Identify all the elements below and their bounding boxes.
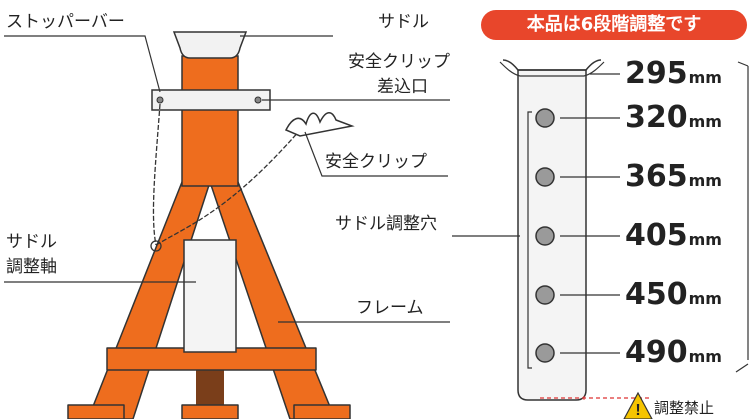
- label-stopper-bar: ストッパーバー: [6, 12, 125, 32]
- label-clip-inlet-1: 安全クリップ: [348, 52, 450, 72]
- warning-label: 調整禁止: [654, 399, 715, 417]
- height-490: 490mm: [625, 335, 722, 370]
- safety-clip: [284, 112, 355, 137]
- stopper-bar-part: [151, 89, 271, 111]
- height-365: 365mm: [625, 159, 722, 194]
- height-320: 320mm: [625, 100, 722, 135]
- label-frame: フレーム: [356, 298, 424, 318]
- adjustment-hole: [535, 108, 555, 128]
- label-saddle-shaft-1: サドル: [6, 232, 57, 252]
- label-saddle-holes: サドル調整穴: [335, 214, 437, 234]
- height-295: 295mm: [625, 56, 722, 91]
- adjustment-hole: [535, 226, 555, 246]
- chain: [150, 103, 301, 252]
- svg-text:!: !: [635, 402, 640, 419]
- height-405: 405mm: [625, 218, 722, 253]
- adjustment-hole: [535, 285, 555, 305]
- label-safety-clip: 安全クリップ: [325, 152, 427, 172]
- label-saddle: サドル: [378, 12, 429, 32]
- warning-icon: [623, 391, 653, 419]
- saddle: [172, 31, 248, 59]
- adjustment-hole: [535, 343, 555, 363]
- label-clip-inlet-2: 差込口: [377, 77, 428, 97]
- label-saddle-shaft-2: 調整軸: [6, 257, 57, 277]
- height-450: 450mm: [625, 277, 722, 312]
- saddle-column-detail: !: [452, 59, 749, 419]
- range-bracket: [735, 61, 749, 373]
- adjustment-banner: 本品は6段階調整です: [481, 10, 747, 40]
- adjustment-holes: [535, 108, 555, 363]
- height-leaders: [452, 73, 620, 354]
- frame: [67, 181, 351, 419]
- frame-column: [181, 55, 239, 187]
- adjustment-hole: [535, 167, 555, 187]
- leader-lines: [4, 35, 450, 323]
- jack-stand-illustration: [67, 31, 355, 419]
- saddle-shaft: [183, 239, 237, 353]
